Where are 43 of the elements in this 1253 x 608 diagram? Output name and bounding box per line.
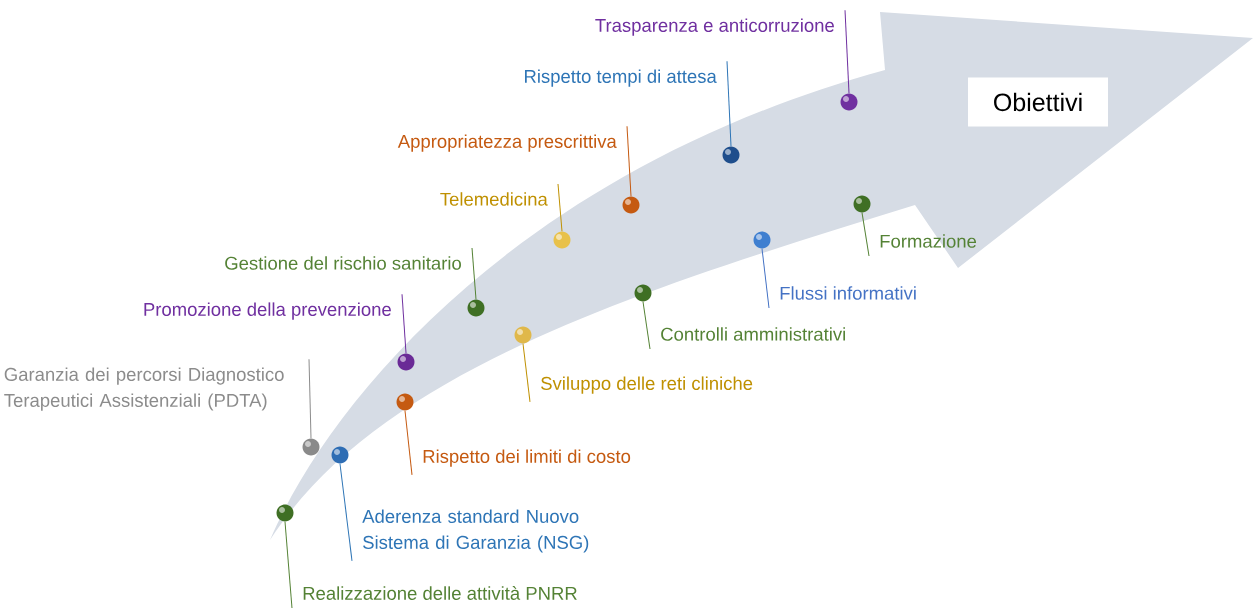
item-label: Trasparenza e anticorruzione — [595, 18, 834, 36]
leader-line — [726, 60, 732, 147]
item-label: Aderenza standard Nuovo Sistema di Garanzia (NSG) — [362, 509, 589, 553]
leader-line — [844, 9, 850, 94]
leader-line — [401, 293, 407, 354]
marker-dot — [331, 446, 349, 464]
leader-line — [861, 212, 870, 257]
marker-dot — [396, 393, 414, 411]
item-label: Sviluppo delle reti cliniche — [541, 376, 753, 394]
marker-dot — [302, 438, 320, 456]
marker-dot — [467, 299, 485, 317]
marker-dot — [553, 231, 571, 249]
leader-line — [557, 183, 563, 232]
item-label: Controlli amministrativi — [661, 327, 845, 341]
leader-line — [339, 463, 353, 562]
marker-dot — [276, 504, 294, 522]
marker-dot — [514, 326, 532, 344]
leader-line — [761, 248, 770, 309]
marker-dot — [634, 284, 652, 302]
leader-line — [404, 410, 413, 476]
item-label: Rispetto tempi di attesa — [525, 69, 717, 87]
leader-line — [308, 358, 312, 439]
leader-line — [284, 521, 293, 608]
leader-line — [642, 301, 651, 350]
marker-dot — [853, 195, 871, 213]
item-label: Garanzia dei percorsi Diagnostico Terapeutici Assistenziali (PDTA) — [4, 367, 284, 411]
title-box: Obiettivi — [968, 77, 1108, 127]
item-label: Flussi informativi — [780, 286, 916, 300]
marker-dot — [753, 231, 771, 249]
item-label: Promozione della prevenzione — [144, 302, 391, 320]
leader-line — [471, 247, 477, 300]
marker-dot — [840, 93, 858, 111]
marker-dot — [622, 196, 640, 214]
item-label: Appropriatezza prescrittiva — [397, 134, 617, 152]
item-label: Gestione del rischio sanitario — [225, 256, 461, 270]
item-label: Realizzazione delle attività PNRR — [303, 586, 577, 600]
item-label: Rispetto dei limiti di costo — [423, 449, 631, 467]
marker-dot — [397, 353, 415, 371]
leader-line — [626, 125, 632, 197]
item-label: Telemedicina — [440, 192, 548, 206]
item-label: Formazione — [880, 234, 977, 248]
marker-dot — [722, 146, 740, 164]
leader-line — [522, 343, 531, 403]
